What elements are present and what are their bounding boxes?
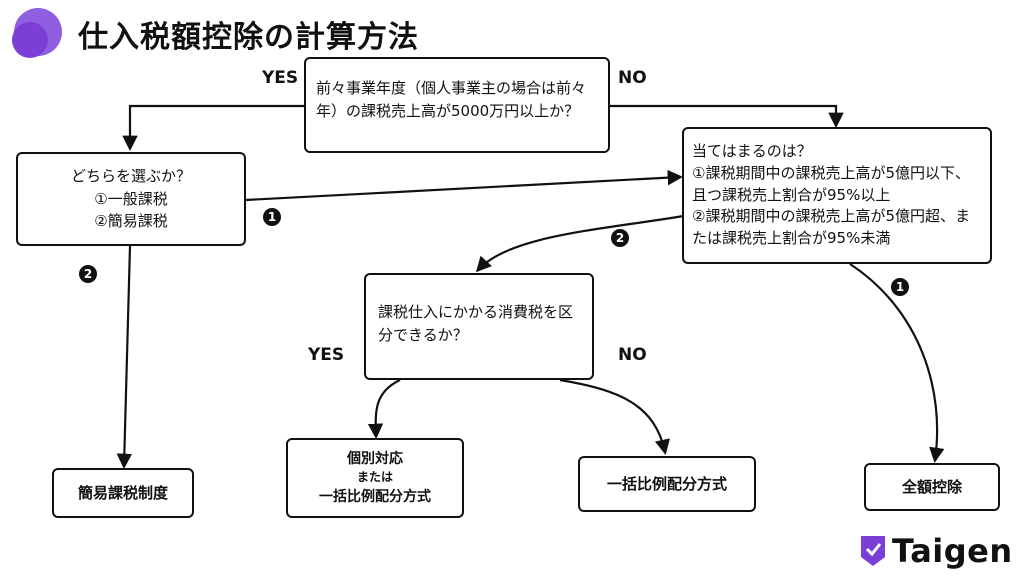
choose-method-question: どちらを選ぶか？ — [70, 167, 191, 186]
label-no-q2: NO — [618, 345, 647, 365]
label-yes-q1: YES — [262, 68, 299, 88]
result-simple-taxation-text: 簡易課税制度 — [77, 483, 168, 502]
which-applies-option-2: ②課税期間中の課税売上高が5億円超、または課税売上割合が95%未満 — [692, 207, 970, 247]
result-simple-taxation-box: 簡易課税制度 — [52, 468, 194, 518]
result-individual-line3: 一括比例配分方式 — [319, 488, 431, 505]
choose-option-general: ①一般課税 — [94, 189, 168, 208]
badge-which-option-1: 1 — [891, 278, 909, 296]
result-individual-line2: または — [356, 470, 393, 485]
which-applies-option-1: ①課税期間中の課税売上高が5億円以下、且つ課税売上割合が95%以上 — [692, 163, 970, 204]
choose-method-box: どちらを選ぶか？ ①一般課税 ②簡易課税 — [16, 152, 246, 246]
question-prior-sales-box: 前々事業年度（個人事業主の場合は前々年）の課税売上高が5000万円以上か？ — [304, 57, 610, 153]
badge-choose-simple: 2 — [79, 265, 97, 283]
arrow-q1-no — [610, 104, 844, 129]
result-lump-sum-text: 一括比例配分方式 — [606, 474, 727, 493]
question-prior-sales-text: 前々事業年度（個人事業主の場合は前々年）の課税売上高が5000万円以上か？ — [316, 79, 587, 120]
result-individual-box: 個別対応 または 一括比例配分方式 — [286, 438, 464, 518]
arrow-q1-yes — [122, 104, 305, 152]
arrow-q2-no — [559, 378, 670, 456]
title-logo-blob — [8, 6, 64, 62]
arrow-q2-yes — [367, 379, 401, 440]
choose-option-simple: ②簡易課税 — [94, 212, 168, 231]
result-individual-line1: 個別対応 — [347, 451, 403, 467]
badge-which-option-2: 2 — [611, 229, 629, 247]
which-applies-question: 当てはまるのは？ — [692, 142, 812, 160]
brand-logo: Taigen — [860, 532, 1013, 570]
arrow-which-1 — [849, 263, 945, 464]
question-separable-text: 課税仕入にかかる消費税を区分できるか？ — [378, 303, 574, 344]
arrow-which-2 — [475, 213, 691, 273]
question-separable-box: 課税仕入にかかる消費税を区分できるか？ — [364, 273, 594, 380]
result-full-deduction-box: 全額控除 — [864, 463, 1000, 511]
label-no-q1: NO — [618, 68, 647, 88]
page-title: 仕入税額控除の計算方法 — [78, 20, 419, 55]
result-lump-sum-box: 一括比例配分方式 — [578, 456, 756, 512]
badge-choose-general: 1 — [263, 208, 281, 226]
arrow-choose-2 — [116, 245, 133, 470]
brand-shield-icon — [860, 535, 886, 567]
label-yes-q2: YES — [308, 345, 345, 365]
arrow-choose-1 — [245, 169, 684, 202]
result-full-deduction-text: 全額控除 — [901, 477, 962, 496]
brand-name: Taigen — [892, 532, 1013, 570]
which-applies-box: 当てはまるのは？ ①課税期間中の課税売上高が5億円以下、且つ課税売上割合が95%… — [682, 127, 992, 264]
